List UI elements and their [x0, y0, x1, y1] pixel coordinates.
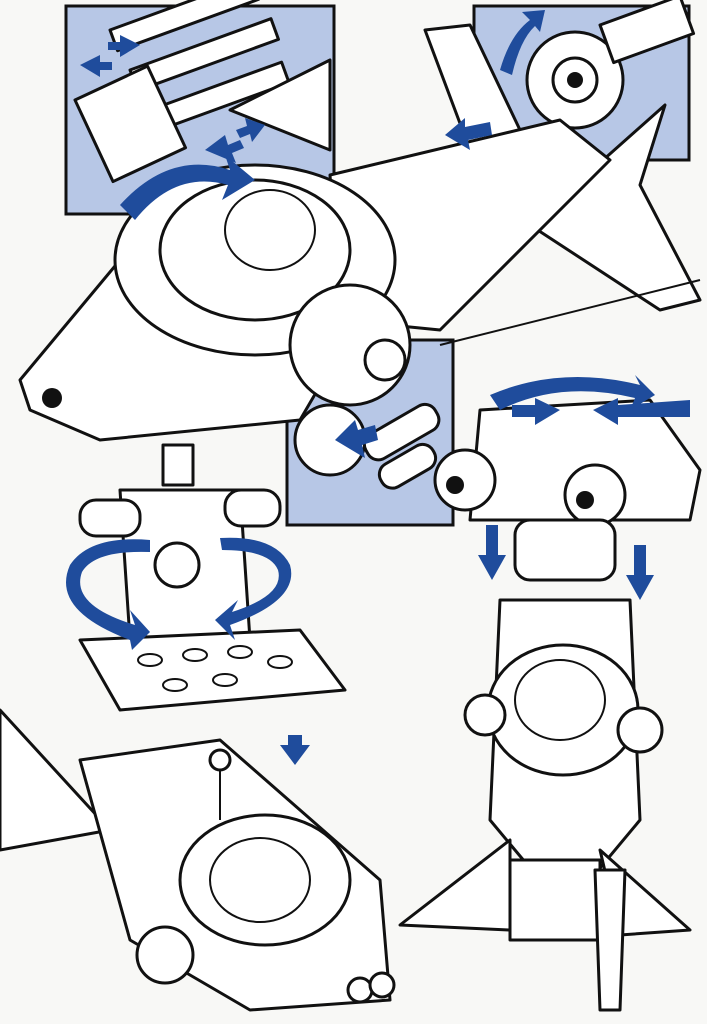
rotate-arrow-icon	[500, 10, 545, 75]
ship-main-view	[18, 23, 702, 442]
direction-arrows	[66, 10, 690, 765]
arrow-icon	[236, 118, 265, 142]
arrow-icon	[626, 545, 654, 600]
arrow-icon	[478, 525, 506, 580]
ship-lower-right-view	[398, 398, 702, 1012]
arrow-icon	[205, 135, 244, 163]
ship-lower-left-view	[0, 443, 396, 1012]
arrow-icon	[280, 735, 310, 765]
rotate-arrow-icon	[120, 155, 255, 220]
arrow-icon	[335, 420, 378, 458]
arrow-icon	[108, 35, 140, 57]
arrow-icon	[445, 118, 492, 150]
weapon-cannons	[73, 0, 332, 184]
rotate-arrow-icon	[215, 537, 292, 640]
rotate-arrow-icon	[66, 539, 150, 650]
engine-detail	[525, 0, 696, 130]
arrow-icon	[80, 55, 112, 77]
rotate-arrow-icon	[490, 375, 655, 410]
arrow-icon	[512, 398, 560, 425]
arrow-icon	[593, 398, 690, 425]
